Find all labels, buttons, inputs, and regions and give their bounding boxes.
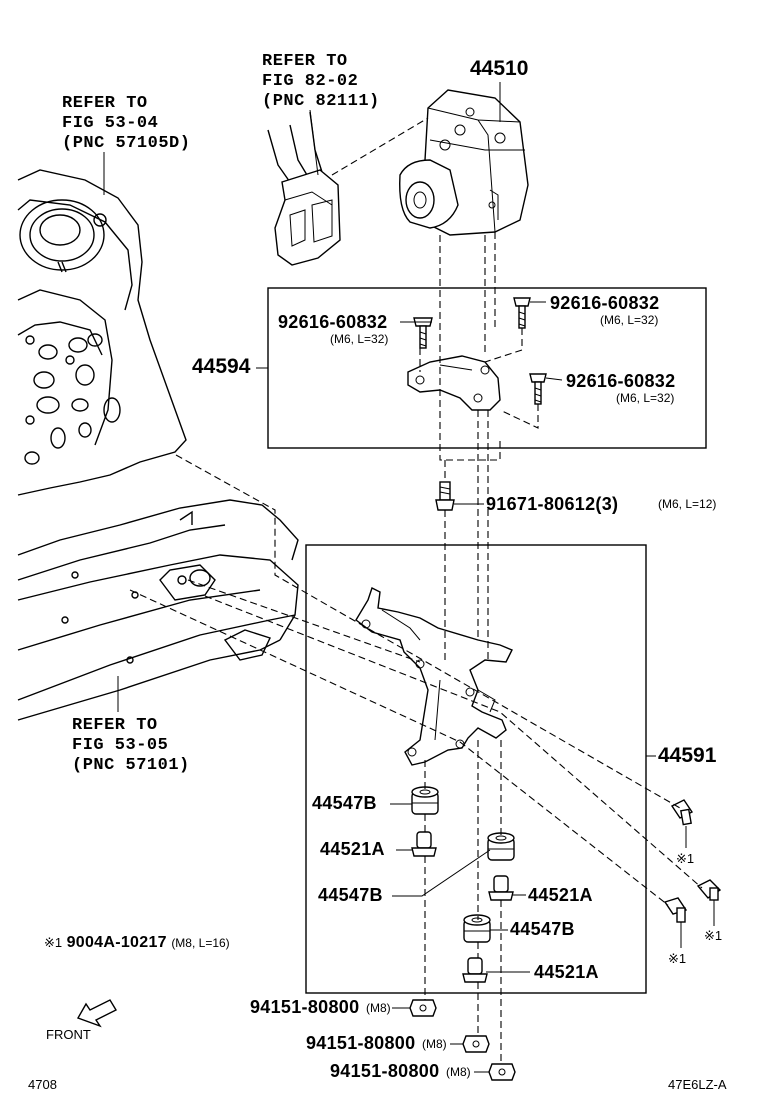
front-label: FRONT: [46, 1027, 91, 1042]
nut-1-spec: (M8): [366, 1001, 391, 1015]
body-panel: [17, 169, 187, 496]
nut-3-spec: (M8): [446, 1065, 471, 1079]
cushion-label-1: 44547B: [312, 793, 377, 813]
corner-label-right: 47E6LZ-A: [668, 1077, 727, 1092]
collar-icon-3: [462, 957, 488, 983]
front-arrow-icon: [76, 999, 117, 1028]
refer-fig-82-02: REFER TO FIG 82-02 (PNC 82111): [262, 52, 380, 111]
nut-icon-3: [488, 1063, 516, 1081]
mark-bolt-icon-1: [670, 799, 694, 826]
refer-fig-53-04: REFER TO FIG 53-04 (PNC 57105D): [62, 94, 191, 153]
dashed-assembly-lines: [129, 117, 703, 1064]
bolt-b-spec: (M6, L=32): [600, 313, 659, 327]
footnote: ※1 9004A-10217 (M8, L=16): [44, 935, 230, 951]
cushion-label-3: 44547B: [510, 919, 575, 939]
nut-2-number: 94151-80800: [306, 1033, 416, 1053]
collar-icon-2: [488, 875, 514, 901]
corner-label-left: 4708: [28, 1077, 57, 1092]
cushion-icon-1: [411, 786, 439, 815]
bolt-c-spec: (M6, L=32): [616, 391, 675, 405]
part-label-44591: 44591: [658, 744, 717, 767]
mark-bolt-icon-3: [663, 897, 688, 923]
bracket-assembly-box: [305, 544, 647, 994]
nut-3-number: 94151-80800: [330, 1061, 440, 1081]
refer-fig-53-05: REFER TO FIG 53-05 (PNC 57101): [72, 716, 190, 775]
part-label-44594: 44594: [192, 355, 251, 378]
cushion-icon-3: [463, 914, 491, 943]
mark-bolt-icon-2: [696, 879, 722, 901]
collar-label-3: 44521A: [534, 962, 599, 982]
nut-icon-2: [462, 1035, 490, 1053]
nut-2-spec: (M8): [422, 1037, 447, 1051]
footnote-spec: (M8, L=16): [171, 936, 230, 950]
bolt-d-spec: (M6, L=12): [658, 497, 717, 511]
bolt-a-spec: (M6, L=32): [330, 332, 389, 346]
nut-icon-1: [409, 999, 437, 1017]
footnote-mark: ※1: [44, 935, 63, 950]
frame-rail: [17, 499, 299, 721]
abs-actuator: [399, 89, 529, 236]
leader-lines: [103, 82, 715, 1073]
cushion-icon-2: [487, 832, 515, 861]
bolt-c-number: 92616-60832: [566, 371, 676, 391]
mark-label-2: ※1: [704, 928, 723, 943]
part-label-44510: 44510: [470, 57, 529, 80]
harness-connector: [267, 111, 341, 266]
bolt-a-number: 92616-60832: [278, 312, 388, 332]
mark-label-1: ※1: [676, 851, 695, 866]
cushion-label-2: 44547B: [318, 885, 383, 905]
bolt-b-number: 92616-60832: [550, 293, 660, 313]
bolt-icon-d: [435, 481, 455, 511]
collar-label-2: 44521A: [528, 885, 593, 905]
mark-label-3: ※1: [668, 951, 687, 966]
nut-1-number: 94151-80800: [250, 997, 360, 1017]
collar-label-1: 44521A: [320, 839, 385, 859]
bracket-set-box: [267, 287, 707, 449]
collar-icon-1: [411, 831, 437, 857]
bolt-icon-b: [513, 297, 531, 329]
bolt-d-number: 91671-80612(3): [486, 494, 619, 514]
bolt-icon-c: [529, 373, 547, 405]
footnote-number: 9004A-10217: [66, 934, 167, 951]
